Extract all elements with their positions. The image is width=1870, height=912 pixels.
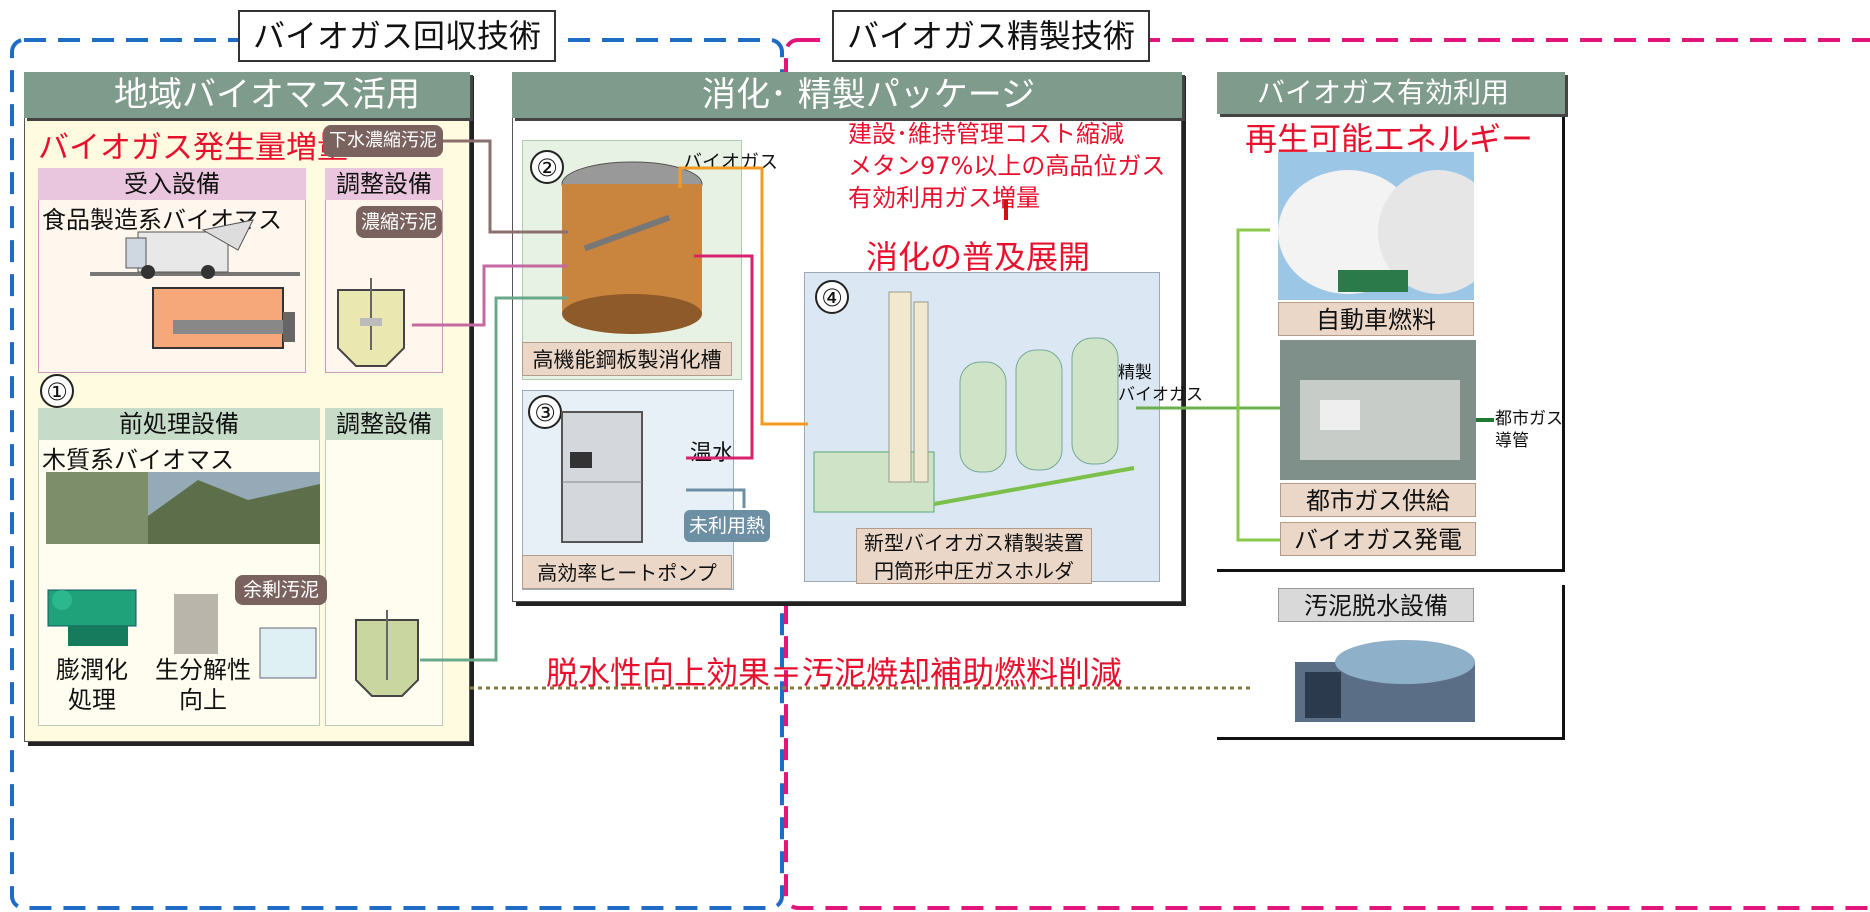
step-4-number: ④ [815, 280, 849, 314]
benefit-methane: メタン97%以上の高品位ガス [848, 152, 1166, 180]
renewable-label: 再生可能エネルギー [1245, 120, 1534, 158]
step-2-number: ② [530, 150, 564, 184]
car-fuel-label: 自動車燃料 [1278, 302, 1474, 336]
refined-line-2: バイオガス [1118, 385, 1203, 405]
biodeg-line-1: 生分解性 [155, 656, 251, 684]
pretreatment-label: 前処理設備 [38, 408, 320, 440]
power-label: バイオガス発電 [1280, 522, 1476, 556]
refiner-label: 新型バイオガス精製装置 円筒形中圧ガスホルダ [856, 528, 1092, 584]
right-panel-header: バイオガス有効利用 [1217, 72, 1565, 114]
spread-label: 消化の普及展開 [866, 238, 1091, 276]
step-1-number: ① [40, 374, 74, 408]
wood-biomass-photo [46, 472, 320, 544]
gas-pipe-label: 都市ガス 導管 [1495, 408, 1563, 452]
recovery-title: バイオガス回収技術 [238, 10, 556, 62]
heatpump-illustration [561, 411, 643, 543]
gas-increase-label: バイオガス発生量増量 [38, 130, 348, 166]
screw-conveyor-illustration [152, 287, 295, 349]
dewater-machine-illustration [1295, 640, 1475, 722]
left-illustrations [46, 219, 419, 697]
adjust-top-label: 調整設備 [325, 168, 443, 200]
heatpump-label: 高効率ヒートポンプ [522, 555, 732, 589]
receiving-label: 受入設備 [38, 168, 306, 200]
bottom-effect-label: 脱水性向上効果＝汚泥焼却補助燃料削減 [546, 654, 1123, 692]
aeration-tank [259, 627, 317, 679]
refined-line-1: 精製 [1118, 363, 1152, 383]
swelling-line-2: 処理 [68, 686, 116, 714]
biodeg-line-2: 向上 [179, 686, 227, 714]
digester-label: 高機能鋼板製消化槽 [522, 342, 732, 376]
distribution-arrow [1236, 228, 1280, 542]
center-panel-header: 消化･ 精製パッケージ [512, 72, 1182, 118]
hot-water-label: 温水 [690, 441, 735, 466]
digester-illustration [561, 161, 703, 334]
benefit-cost: 建設･維持管理コスト縮減 [848, 120, 1124, 148]
refined-gas-label: 精製 バイオガス [1118, 362, 1203, 406]
thick-sludge-tag: 濃縮汚泥 [356, 206, 442, 238]
extruder-machine-illustration [47, 589, 137, 646]
sewage-sludge-tag: 下水濃縮汚泥 [323, 125, 443, 157]
adjust-bottom-label: 調整設備 [325, 408, 443, 440]
sewage-flow-arrow [443, 139, 568, 234]
refiner-line-1: 新型バイオガス精製装置 [864, 531, 1084, 555]
dewater-label: 汚泥脱水設備 [1278, 588, 1474, 622]
gas-holder-photo [1278, 152, 1474, 300]
swelling-label: 膨潤化 処理 [52, 655, 132, 715]
refiner-line-2: 円筒形中圧ガスホルダ [874, 559, 1074, 583]
hot-water-arrow [686, 254, 754, 460]
wood-flow-arrow [420, 296, 568, 662]
biogas-flow-arrow [678, 166, 808, 426]
pipe-line-1: 都市ガス [1495, 409, 1563, 429]
stir-tank-top [337, 278, 405, 367]
pipe-line-2: 導管 [1495, 431, 1529, 451]
biodegradability-label: 生分解性 向上 [148, 655, 258, 715]
excess-sludge-tag: 余剰汚泥 [235, 575, 327, 605]
city-gas-plant-photo [1280, 340, 1476, 480]
left-panel-header: 地域バイオマス活用 [24, 72, 470, 118]
food-flow-arrow [412, 264, 568, 327]
truck-illustration [90, 219, 300, 279]
unused-heat-arrow [686, 488, 746, 508]
unused-heat-tag: 未利用熱 [684, 510, 770, 542]
stir-tank-bottom [355, 610, 419, 697]
swelling-line-1: 膨潤化 [56, 656, 128, 684]
city-gas-label: 都市ガス供給 [1280, 483, 1476, 517]
refining-title: バイオガス精製技術 [832, 10, 1150, 62]
biomass-chip-photo [174, 594, 218, 654]
refiner-illustration [813, 291, 1135, 513]
wood-biomass-label: 木質系バイオマス [42, 446, 234, 474]
